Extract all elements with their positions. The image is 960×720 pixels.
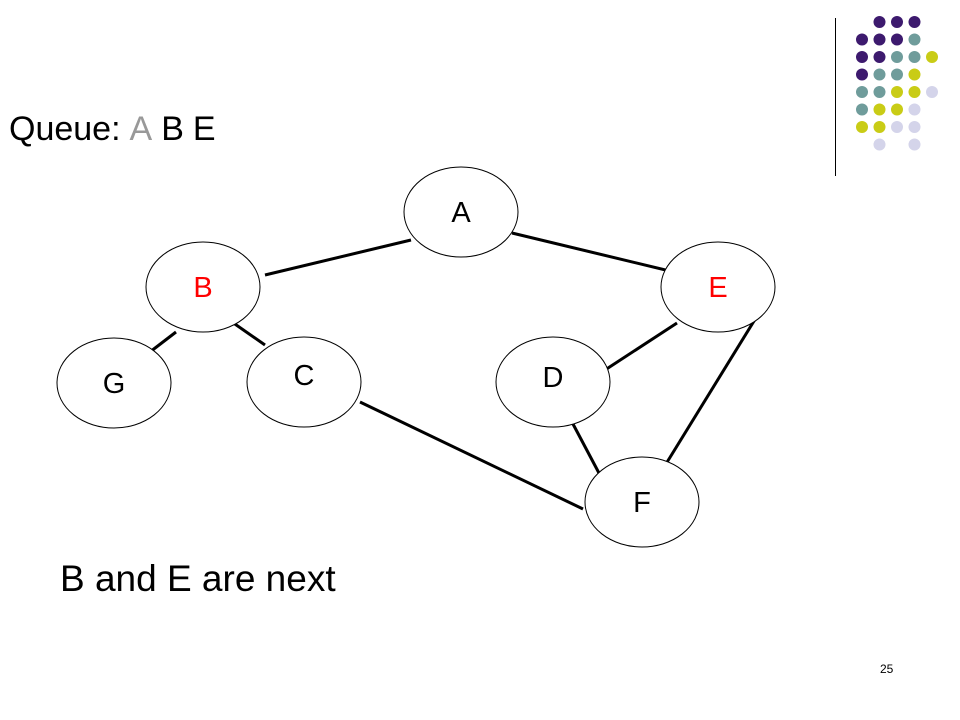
node-c: C: [246, 336, 362, 428]
decorative-dot: [891, 16, 903, 28]
decorative-dot: [908, 51, 921, 63]
decorative-dot: [908, 16, 921, 28]
decorative-dot: [873, 138, 886, 151]
node-label: B: [193, 272, 212, 304]
decorative-dot: [926, 51, 938, 63]
decorative-dot: [856, 33, 868, 46]
caption: B and E are next: [60, 558, 336, 599]
decorative-dot: [873, 33, 886, 46]
decorative-dot: [908, 86, 921, 98]
decorative-dot: [908, 138, 921, 151]
divider-line: [835, 18, 836, 176]
node-b: B: [145, 241, 261, 333]
decorative-dot: [856, 121, 868, 133]
node-d: D: [495, 336, 611, 428]
node-label: F: [633, 487, 651, 519]
decorative-dot: [891, 33, 903, 46]
node-label: A: [451, 197, 471, 229]
decorative-dot: [873, 121, 886, 133]
node-g: G: [56, 337, 172, 429]
decorative-dot: [908, 68, 921, 81]
edge-a-b: [264, 238, 412, 277]
decorative-dot: [873, 51, 886, 63]
decorative-dot: [873, 68, 886, 81]
edge-b-c: [231, 320, 266, 347]
decorative-dot: [891, 103, 903, 116]
decorative-dot: [856, 51, 868, 63]
decorative-dot: [926, 86, 938, 98]
decorative-dot: [908, 103, 921, 116]
node-label: G: [103, 368, 126, 400]
decorative-dot: [891, 68, 903, 81]
node-label: E: [708, 272, 727, 304]
decorative-dot: [891, 51, 903, 63]
node-a: A: [403, 166, 519, 258]
edges-layer: [145, 231, 764, 511]
node-label: D: [543, 362, 564, 394]
node-label: C: [294, 360, 315, 392]
queue-item-dequeued: A: [129, 110, 153, 148]
node-e: E: [660, 241, 776, 333]
decorative-dot: [908, 33, 921, 46]
decorative-dot: [873, 103, 886, 116]
edge-e-f: [659, 307, 764, 473]
edge-d-f: [571, 423, 602, 476]
decorative-dot: [908, 121, 921, 133]
edge-a-e: [511, 231, 679, 275]
dot-grid-logo: [856, 16, 938, 151]
node-f: F: [584, 456, 700, 548]
decorative-dot: [891, 121, 903, 133]
decorative-dot: [873, 86, 886, 98]
page-number: 25: [880, 662, 894, 676]
queue-item: B: [161, 110, 184, 148]
decorative-dot: [856, 103, 868, 116]
decorative-dot: [856, 68, 868, 81]
queue-label: Queue:: [9, 110, 121, 148]
edge-e-d: [604, 321, 678, 372]
decorative-dot: [891, 86, 903, 98]
nodes-layer: A B E G C D F: [56, 166, 776, 548]
edge-c-f: [359, 400, 584, 511]
queue-item: E: [192, 110, 216, 148]
decorative-dot: [873, 16, 886, 28]
decorative-dot: [856, 86, 868, 98]
